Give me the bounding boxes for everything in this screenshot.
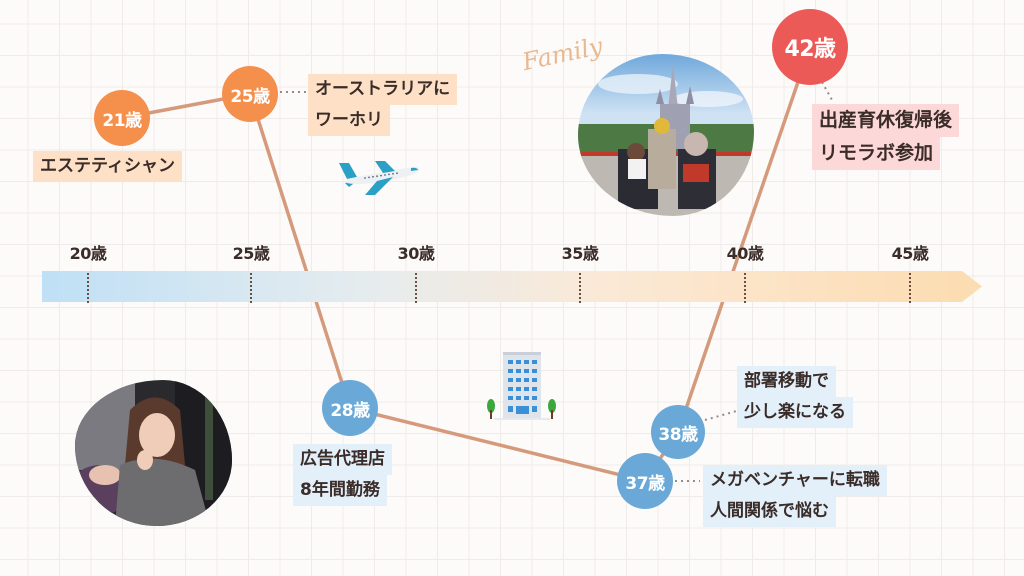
event-label-25: オーストラリアに ワーホリ (308, 74, 458, 136)
age-node-42: 42歳 (772, 9, 848, 85)
event-label-25-line2: ワーホリ (308, 105, 390, 136)
event-label-42-line1: 出産育休復帰後 (812, 104, 960, 137)
event-label-38-line1: 部署移動で (737, 366, 836, 397)
age-node-25: 25歳 (222, 66, 278, 122)
young-person-image (75, 380, 232, 526)
tick-mark-35 (579, 273, 581, 303)
tick-mark-20 (87, 273, 89, 303)
tick-label-25: 25歳 (232, 244, 270, 263)
age-node-38: 38歳 (651, 405, 705, 459)
age-node-21: 21歳 (94, 90, 150, 146)
tick-label-40: 40歳 (726, 244, 764, 263)
office-building-icon (487, 352, 556, 420)
age-node-28: 28歳 (322, 380, 378, 436)
tick-label-35: 35歳 (561, 244, 599, 263)
event-label-25-line1: オーストラリアに (308, 74, 458, 105)
event-label-37: メガベンチャーに転職 人間関係で悩む (703, 465, 887, 527)
event-label-21: エステティシャン (33, 151, 182, 182)
event-label-38: 部署移動で 少し楽になる (737, 366, 853, 428)
tick-label-45: 45歳 (891, 244, 929, 263)
event-label-21-line1: エステティシャン (33, 151, 182, 182)
tick-mark-40 (744, 273, 746, 303)
family-script-text: Family (519, 31, 606, 77)
family-photo (578, 54, 754, 216)
event-label-42: 出産育休復帰後 リモラボ参加 (812, 104, 960, 170)
tick-mark-25 (250, 273, 252, 303)
event-label-28-line1: 広告代理店 (293, 444, 392, 475)
tick-label-30: 30歳 (397, 244, 435, 263)
event-label-42-line2: リモラボ参加 (812, 137, 941, 170)
castle-scene-image (578, 54, 754, 216)
tick-label-20: 20歳 (69, 244, 107, 263)
young-photo (75, 380, 232, 526)
tick-mark-45 (909, 273, 911, 303)
tick-mark-30 (415, 273, 417, 303)
timeline-arrow-bar (42, 271, 982, 302)
event-label-28-line2: 8年間勤務 (293, 475, 387, 506)
event-label-37-line1: メガベンチャーに転職 (703, 465, 887, 496)
airplane-icon (339, 161, 420, 195)
event-label-37-line2: 人間関係で悩む (703, 496, 836, 527)
event-label-38-line2: 少し楽になる (737, 397, 853, 428)
event-label-28: 広告代理店 8年間勤務 (293, 444, 392, 506)
age-node-37: 37歳 (617, 453, 673, 509)
